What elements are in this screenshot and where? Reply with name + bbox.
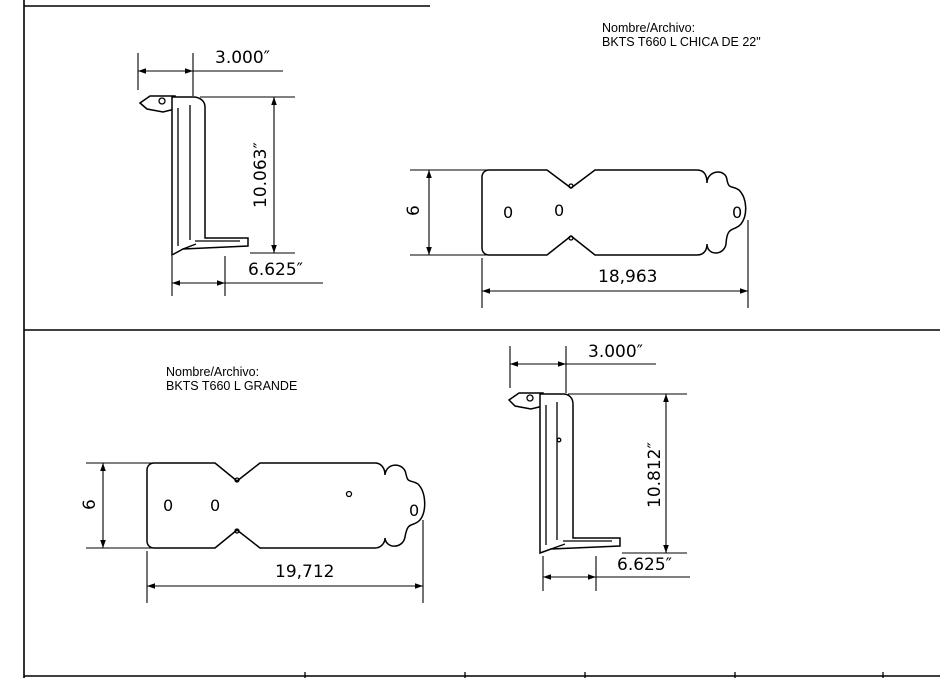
bottom-flat-dimensions: 6 19,712 — [80, 462, 424, 603]
top-file-name: BKTS T660 L CHICA DE 22" — [602, 35, 761, 49]
top-flat-dimensions: 6 18,963 — [404, 169, 749, 308]
top-hole-mark-1: 0 — [503, 203, 513, 222]
bottom-bracket-side-view — [507, 392, 621, 555]
top-bracket-base-dim: 6.625″ — [248, 260, 303, 280]
bottom-flat-length-dim: 19,712 — [275, 562, 334, 582]
top-flat-height-dim: 6 — [404, 205, 424, 216]
bottom-hole-mark-1: 0 — [163, 496, 173, 515]
bottom-flat-height-dim: 6 — [80, 499, 100, 510]
bottom-bracket-top-dim: 3.000″ — [588, 342, 643, 362]
bottom-hole-mark-2: 0 — [210, 496, 220, 515]
bottom-bracket-height-dim: 10.812″ — [645, 442, 665, 508]
top-bracket-side-view — [138, 95, 249, 257]
bottom-file-name: BKTS T660 L GRANDE — [166, 379, 298, 393]
top-flat-pattern: 0 0 0 — [481, 169, 747, 256]
bottom-hole-mark-3: 0 — [409, 501, 419, 520]
bottom-file-label: Nombre/Archivo: — [166, 365, 260, 379]
bottom-bracket-base-dim: 6.625″ — [617, 555, 672, 575]
top-bracket-top-dim: 3.000″ — [215, 48, 270, 68]
top-hole-mark-3: 0 — [732, 203, 742, 222]
top-hole-mark-2: 0 — [554, 201, 564, 220]
top-file-label: Nombre/Archivo: — [602, 21, 696, 35]
bottom-bracket-dimensions: 3.000″ 10.812″ 6.625″ — [509, 342, 690, 591]
top-flat-length-dim: 18,963 — [598, 267, 657, 287]
bottom-flat-pattern: 0 0 0 — [146, 462, 426, 549]
top-bracket-height-dim: 10.063″ — [251, 142, 271, 208]
sheet-frame — [23, 0, 940, 678]
top-bracket-dimensions: 3.000″ 10.063″ 6.625″ — [137, 48, 323, 296]
